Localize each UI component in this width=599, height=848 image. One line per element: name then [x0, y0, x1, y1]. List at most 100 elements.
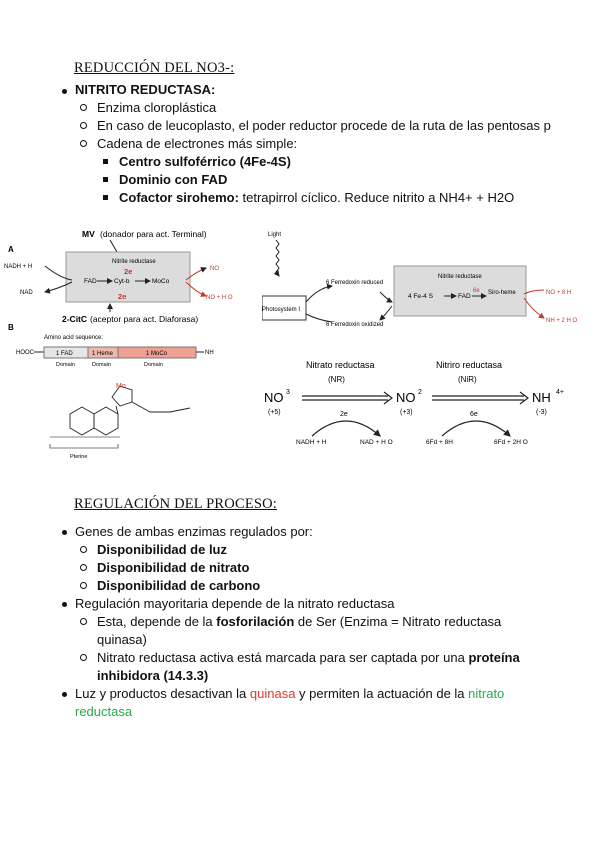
bullet-circle [80, 654, 87, 661]
bullet-circle [80, 564, 87, 571]
figure-nitrate-reductase-scheme: A MV (donador para act. Terminal) Nitrit… [4, 229, 233, 460]
item-bold: inhibidora (14.3.3) [97, 668, 209, 683]
citc-label: 2-CitC [62, 314, 87, 324]
item-text: tetrapirrol cíclico. Reduce nitrito a NH… [238, 190, 515, 205]
list-item-genes: Genes de ambas enzimas regulados por: [75, 524, 313, 539]
nad-label: NAD [20, 290, 33, 296]
svg-text:3: 3 [286, 389, 290, 396]
two-e-bottom: 2e [118, 292, 126, 301]
item-bold: Disponibilidad de carbono [97, 578, 261, 593]
list-item-fosforilacion: Esta, depende de la fosforilación de Ser… [97, 613, 501, 630]
fd-red-label: 6Fd + 8H [426, 439, 453, 446]
bullet-disc [62, 530, 67, 535]
item-text: Luz y productos desactivan la [75, 686, 250, 701]
list-item-sq2: Dominio con FAD [119, 171, 227, 188]
item-text: Esta, depende de la [97, 614, 217, 629]
nir-abbr: (NiR) [458, 375, 477, 384]
list-item-regulacion: Regulación mayoritaria depende de la nit… [75, 596, 395, 611]
nh4-oxidation: (-3) [536, 409, 547, 416]
light-label: Light [268, 232, 281, 238]
list-item-nitrito-reductasa: NITRITO REDUCTASA: [75, 81, 215, 98]
nadh-label: NADH + H [296, 439, 327, 446]
list-item-luz-productos: Luz y productos desactivan la quinasa y … [75, 685, 504, 702]
list-item-inhibidora: Nitrato reductasa activa está marcada pa… [97, 649, 520, 666]
domain-fad: 1 FAD [56, 351, 73, 357]
bullet-circle [80, 104, 87, 111]
item-bold: fosforilación [216, 614, 295, 629]
list-item-sq3: Cofactor sirohemo: tetrapirrol cíclico. … [119, 189, 514, 206]
bullet-square [103, 159, 108, 164]
list-item-sub1: Enzima cloroplástica [97, 100, 217, 115]
item-text: Nitrato reductasa activa está marcada pa… [97, 650, 469, 665]
six-e-label: 6e [473, 288, 480, 294]
domain-caption: Domain [92, 362, 111, 368]
domain-caption: Domain [144, 362, 163, 368]
list-item-carbono: Disponibilidad de carbono [97, 577, 260, 594]
fd-ox-label: 6Fd + 2H O [494, 439, 528, 446]
photosystem-label: Photosystem I [262, 307, 300, 313]
mo-label: Mo [116, 383, 126, 390]
list-item-inhibidora-cont: inhibidora (14.3.3) [97, 667, 208, 684]
bullet-square [103, 177, 108, 182]
no2-input-label: NO + 8 H [546, 290, 571, 296]
enzyme-label: Nitrite reductase [112, 259, 156, 265]
domain-moco: 1 MoCo [146, 351, 168, 357]
pterine-label: Pterine [70, 454, 87, 460]
nh4-formula: NH [532, 390, 551, 405]
bullet-circle [80, 122, 87, 129]
item-text: de Ser (Enzima = Nitrato reductasa [294, 614, 502, 629]
list-item-sub3: Cadena de electrones más simple: [97, 136, 298, 151]
label-a: A [8, 245, 14, 254]
hooc-label: HOOC [16, 350, 35, 356]
item-bold: Cofactor sirohemo: [119, 190, 239, 205]
nitrite-reductase-label: Nitrite reductase [438, 274, 482, 280]
no3-oxidation: (+5) [268, 409, 281, 416]
no2-formula: NO [396, 390, 416, 405]
figure-nitrite-reductase-electron-chain: Light Photosystem I 6 Ferredoxin reduced… [262, 232, 578, 328]
nad-label: NAD + H O [360, 439, 393, 446]
item-text: y permiten la actuación de la [295, 686, 469, 701]
bullet-circle [80, 546, 87, 553]
citc-desc: (aceptor para act. Diaforasa) [90, 314, 198, 324]
two-e-label: 2e [340, 411, 348, 418]
list-item-sub2: En caso de leucoplasto, el poder reducto… [97, 118, 551, 133]
bullet-square [103, 195, 108, 200]
list-item-fosforilacion-cont: quinasa) [97, 632, 147, 647]
cyt-label: Cyt-b [114, 278, 130, 285]
highlight-nitrato: nitrato [468, 686, 505, 701]
list-item-nitrato: Disponibilidad de nitrato [97, 559, 249, 576]
no3-formula: NO [264, 390, 284, 405]
no3-label: NO [210, 266, 219, 272]
highlight-quinasa: quinasa [249, 686, 296, 701]
item-bold: Disponibilidad de luz [97, 542, 227, 557]
figure-nitrate-to-ammonium-reduction: Nitrato reductasa (NR) Nitriro reductasa… [264, 360, 564, 446]
six-e-label: 6e [470, 411, 478, 418]
item-bold: Disponibilidad de nitrato [97, 560, 250, 575]
mv-desc: (donador para act. Terminal) [100, 229, 207, 239]
no2-h2o-label: NO + H O [206, 295, 233, 301]
mv-label: MV [82, 229, 95, 239]
nr-abbr: (NR) [328, 375, 345, 384]
bullet-disc [62, 602, 67, 607]
ferredoxin-oxidized-label: 6 Ferredoxin oxidized [326, 322, 383, 328]
bullet-circle [80, 582, 87, 589]
bullet-disc [62, 692, 67, 697]
siroheme-label: Siro-heme [488, 290, 516, 296]
list-item-luz: Disponibilidad de luz [97, 541, 227, 558]
item-bold: Dominio con FAD [119, 172, 228, 187]
two-e-top: 2e [124, 267, 132, 276]
fad-label: FAD [84, 278, 97, 285]
ferredoxin-reduced-label: 6 Ferredoxin reduced [326, 280, 383, 286]
domain-caption: Domain [56, 362, 75, 368]
label-b: B [8, 323, 14, 332]
nir-name: Nitriro reductasa [436, 360, 502, 370]
item-bold: Centro sulfoférrico (4Fe-4S) [119, 154, 291, 169]
fe4s-label: 4 Fe-4 S [408, 293, 434, 300]
item-bold: proteína [468, 650, 520, 665]
no2-oxidation: (+3) [400, 409, 413, 416]
aa-seq-label: Amino acid sequence: [44, 335, 103, 341]
svg-text:4+: 4+ [556, 389, 564, 396]
bullet-disc [62, 89, 67, 94]
bullet-circle [80, 140, 87, 147]
nadh-label: NADH + H [4, 264, 32, 270]
